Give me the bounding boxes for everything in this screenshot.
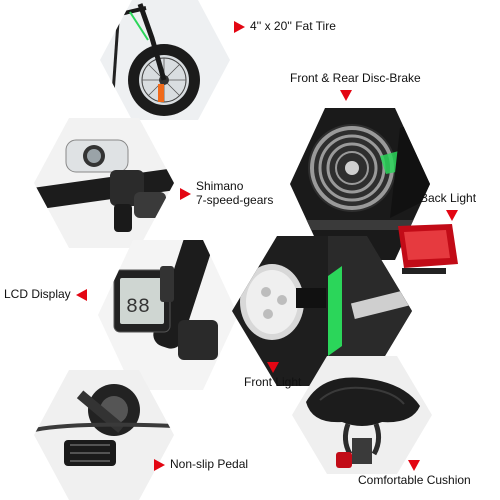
front-light-label: Front Light (244, 375, 302, 389)
callout-lcd: LCD Display (4, 287, 87, 302)
lcd-image: 88 (98, 240, 238, 390)
callout-back-light-arrow (446, 210, 458, 221)
hex-pedal (34, 370, 174, 500)
callout-fat-tire: 4'' x 20'' Fat Tire (234, 19, 336, 34)
cushion-label: Comfortable Cushion (358, 473, 471, 487)
gears-label-line2: 7-speed-gears (196, 192, 274, 207)
arrow-right-icon (154, 458, 165, 471)
fat-tire-label: 4'' x 20'' Fat Tire (250, 19, 336, 33)
svg-text:88: 88 (126, 296, 150, 319)
arrow-down-icon (266, 362, 279, 373)
pedal-image (34, 370, 174, 500)
arrow-down-icon (408, 460, 421, 471)
callout-cushion: Comfortable Cushion (358, 460, 471, 488)
callout-pedal: Non-slip Pedal (154, 457, 249, 472)
gears-label-line1: Shimano (196, 179, 244, 193)
callout-back-light: Back Light (420, 191, 477, 206)
arrow-down-icon (446, 210, 458, 221)
fat-tire-image (100, 0, 230, 120)
disc-brake-label: Front & Rear Disc-Brake (290, 71, 421, 85)
callout-disc-brake: Front & Rear Disc-Brake (290, 71, 421, 86)
back-light-label: Back Light (420, 191, 477, 205)
arrow-left-icon (75, 288, 87, 301)
back-light-image (392, 216, 462, 276)
arrow-right-icon (180, 187, 191, 200)
hex-gears (34, 118, 174, 248)
callout-front-light: Front Light (244, 362, 301, 390)
arrow-right-icon (234, 20, 245, 33)
callout-gears: Shimano 7-speed-gears (180, 179, 274, 208)
lcd-label: LCD Display (4, 287, 71, 301)
pedal-label: Non-slip Pedal (170, 457, 249, 471)
arrow-down-icon (340, 90, 352, 101)
shifter-image (34, 118, 174, 248)
cushion-image (292, 356, 432, 474)
callout-disc-brake-arrow (340, 90, 352, 101)
hex-fat-tire (100, 0, 230, 120)
hex-lcd: 88 (98, 240, 238, 390)
hex-cushion (292, 356, 432, 474)
